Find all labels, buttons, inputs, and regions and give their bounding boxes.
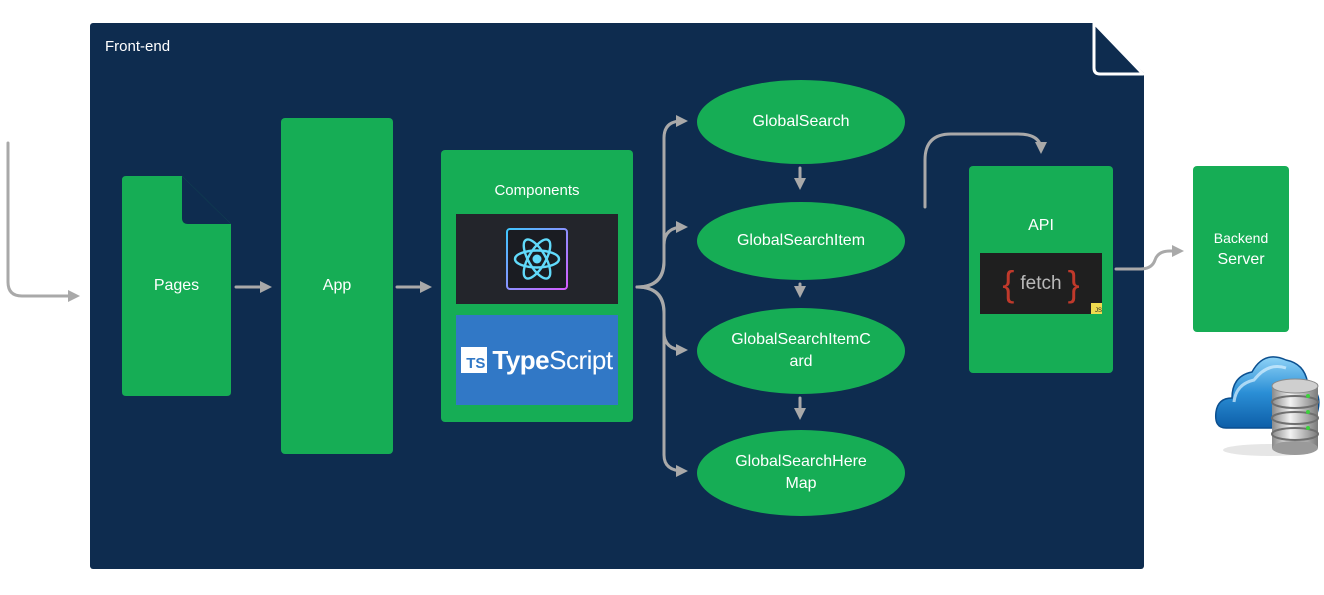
globalsearchheremap-label-line1: GlobalSearchHere xyxy=(735,453,867,470)
backend-label-line2: Server xyxy=(1217,251,1265,268)
globalsearchitem-node: GlobalSearchItem xyxy=(697,202,905,280)
js-badge: JS xyxy=(1091,303,1102,314)
globalsearchitem-node-label: GlobalSearchItem xyxy=(736,232,866,249)
components-node-label: Components xyxy=(494,182,580,199)
backend-label-line1: Backend xyxy=(1213,230,1269,246)
globalsearchitemcard-node: GlobalSearchItemC ard xyxy=(697,308,905,394)
globalsearchheremap-node: GlobalSearchHere Map xyxy=(697,430,905,516)
globalsearchitemcard-label-line2: ard xyxy=(789,353,813,370)
globalsearch-node: GlobalSearch xyxy=(697,80,905,164)
fetch-right-brace: } xyxy=(1067,262,1080,304)
api-node-label: API xyxy=(1028,217,1054,234)
app-node-label: App xyxy=(322,277,352,294)
react-logo xyxy=(456,214,618,304)
fetch-icon: fetch xyxy=(1020,272,1062,294)
globalsearchitemcard-label-line1: GlobalSearchItemC xyxy=(731,331,871,348)
typescript-icon: TS xyxy=(461,347,488,373)
cloud-database-icon xyxy=(1214,356,1320,456)
typescript-wordmark: TypeScript xyxy=(492,344,613,375)
app-node: App xyxy=(281,118,393,454)
globalsearch-node-label: GlobalSearch xyxy=(752,113,850,130)
globalsearchheremap-label-line2: Map xyxy=(785,475,817,492)
typescript-logo: TS TypeScript xyxy=(456,315,618,405)
front-end-label: Front-end xyxy=(105,38,171,55)
fetch-logo: { fetch } xyxy=(980,253,1102,314)
pages-node-label: Pages xyxy=(153,277,200,294)
fetch-left-brace: { xyxy=(1002,262,1015,304)
react-icon xyxy=(506,228,568,290)
backend-server-node: Backend Server xyxy=(1193,166,1289,332)
